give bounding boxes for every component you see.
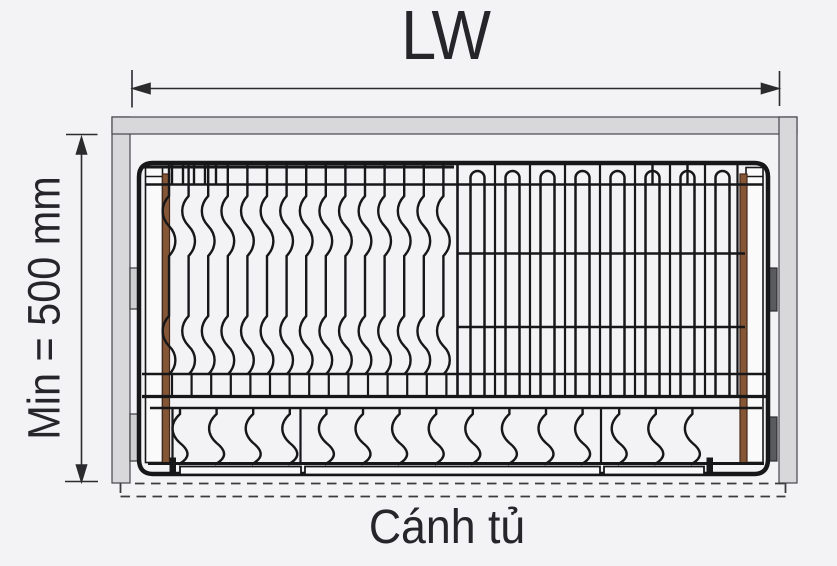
grid-ticks: [170, 372, 448, 398]
loop-rack-wires: [469, 163, 731, 398]
right-side-panel: [745, 166, 764, 464]
cabinet-top-panel: [111, 116, 798, 135]
left-side-panel: [144, 166, 164, 464]
cabinet-frame: [111, 116, 798, 484]
cabinet-door-label: Cánh tủ: [368, 501, 526, 554]
right-wood-post: [739, 173, 748, 464]
cabinet-right-wall: [778, 116, 798, 484]
bottom-runners: [179, 465, 705, 476]
height-dimension-label: Min = 500 mm: [18, 176, 70, 440]
dimension-arrow-up: [75, 134, 88, 155]
dimension-arrow-down: [75, 464, 88, 485]
rack-outer-frame: [136, 160, 771, 477]
height-dimension: [65, 133, 98, 485]
plate-rack-wires: [161, 163, 451, 376]
bottom-tray-wires: [171, 407, 702, 465]
cabinet-left-wall: [111, 116, 131, 484]
width-dimension: [130, 70, 782, 108]
width-dimension-label: LW: [401, 0, 491, 74]
rack-feet: [169, 457, 713, 476]
dimension-arrow-left: [130, 82, 151, 95]
dish-rack: [136, 160, 771, 477]
side-panels: [144, 166, 764, 464]
dimension-arrow-right: [760, 82, 782, 95]
rack-rails: [142, 165, 766, 465]
door-dashed-outline: [119, 482, 787, 498]
loop-rack-single-wires: [493, 162, 739, 398]
